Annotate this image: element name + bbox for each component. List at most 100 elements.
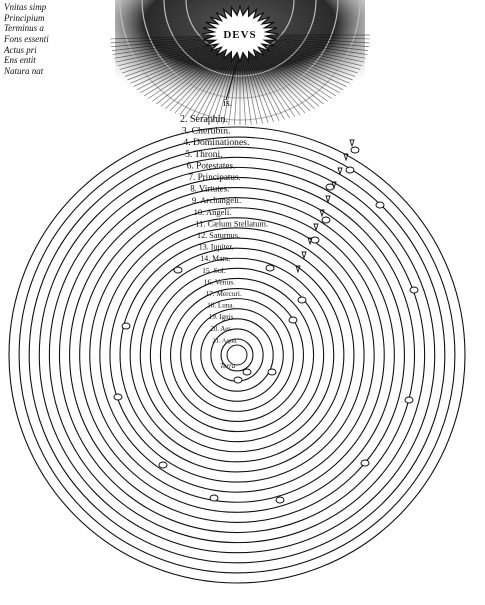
ray-line [241,52,252,125]
trail-mark [343,153,349,162]
ring [28,146,446,564]
ray-line [119,41,220,70]
ray-line [253,49,320,107]
ray-line [200,52,234,121]
ring [79,197,395,513]
ring [119,237,355,473]
ring [200,318,274,392]
sphere-label: 20. Aer. [211,326,232,333]
sphere-label: 7. Principatus. [189,172,241,182]
divine-ray [225,59,239,101]
ray-line [260,40,365,63]
ray-line [136,45,223,91]
ray-line [249,50,301,116]
trail-mark [295,265,301,274]
ray-line [165,49,228,109]
ray-line [252,49,315,109]
attribute-line: Natura nat [4,66,44,77]
sphere-label: 3. Cherubin. [182,126,231,137]
ring [8,126,466,584]
ray-line [247,51,285,120]
ray-line [261,35,370,40]
ray-line [184,51,231,117]
planet-mark [267,368,277,376]
ray-line [258,44,350,84]
planet-mark [404,396,414,404]
ray-line [240,52,247,125]
ray-line [113,38,219,55]
ring [18,136,456,574]
ray-line [261,38,367,55]
ray-line [143,46,224,97]
attribute-line: Principium [4,12,45,23]
attributes-list: Vnitas simp Principium Terminus a Fons e… [4,2,49,77]
sphere-label: 12. Saturnus. [197,231,240,240]
ray-line [233,52,240,125]
ray-line [130,44,222,84]
attribute-line: Fons essenti [4,34,49,45]
ring [58,176,416,534]
sphere-labels: is.2. Seraphin.3. Cherubin.4. Domination… [180,98,268,370]
trail-mark [331,181,337,190]
earth-circle [226,344,248,366]
ray-line [114,39,219,59]
ray-line [256,46,337,97]
celestial-rings [8,126,466,584]
ray-line [169,49,229,112]
sphere-label: 11. Cælum Stellatum. [195,219,268,228]
ray-line [111,37,219,48]
sphere-label: 14. Mars. [200,254,230,263]
sun-disc [216,19,264,49]
trail-mark [349,139,355,148]
sphere-label: 18. Luna. [207,302,234,310]
ring [129,247,345,463]
ray-line [222,52,238,125]
planet-mark [350,146,360,154]
planet-symbols [113,139,419,504]
ray-line [257,45,344,91]
planet-mark [121,322,131,330]
ray-line [160,49,227,107]
planet-mark [158,461,168,469]
ray-line [147,47,225,99]
ray-line [261,37,369,51]
ray-line [179,50,231,116]
ray-line [250,50,306,114]
ring [109,227,365,483]
ray-line [211,52,236,123]
sphere-label: 19. Ignis. [209,313,235,321]
sphere-label: 17. Mercuri. [206,289,242,298]
ring [169,287,305,423]
ray-line [261,37,369,48]
attribute-line: Vnitas simp [4,2,47,12]
ray-line [206,52,235,123]
ray-line [260,40,363,67]
deity-sun: DEVS [201,4,279,101]
planet-mark [321,216,331,224]
ray-line [260,41,361,70]
ray-line [133,45,223,87]
ray-line [254,47,329,102]
ray-line [261,39,366,59]
ray-line [244,52,269,123]
attribute-line: Ens entit [4,55,36,66]
sphere-label: 5. Throni. [185,150,222,160]
ray-line [151,47,226,102]
attribute-line: Actus pri [4,44,37,55]
ray-line [124,42,221,77]
ray-line [246,52,280,121]
ray-line [189,51,232,119]
ring [180,298,294,412]
sphere-label: 9. Archangeli. [192,195,241,205]
ray-line [249,51,296,117]
planet-mark [275,496,285,504]
planet-mark [345,166,355,174]
ray-line [248,51,291,119]
ray-line [115,40,220,63]
sphere-label: 8. Virtutes. [190,184,229,194]
ray-line [259,42,356,77]
ray-line [156,48,227,105]
ray-line [140,46,224,94]
ray-line [259,42,358,74]
attribute-line: Terminus a [4,23,44,34]
